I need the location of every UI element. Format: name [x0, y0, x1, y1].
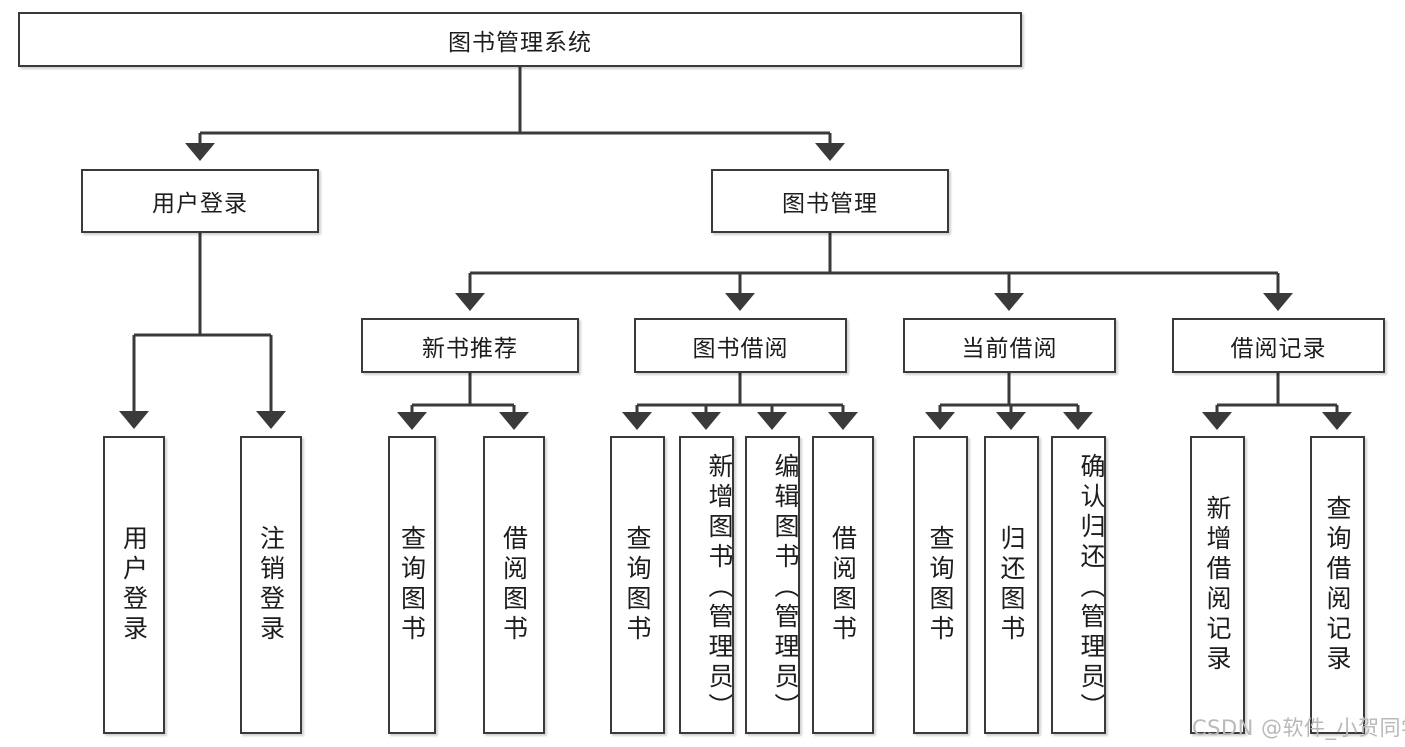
node-leaf-add-record[interactable]: 新增借阅记录	[1190, 436, 1245, 734]
node-label-book-borrow: 图书借阅	[692, 335, 789, 362]
node-root[interactable]: 图书管理系统	[18, 12, 1022, 67]
node-label-leaf-logout: 注销登录	[256, 525, 286, 645]
node-label-leaf-borrow-book-2: 借阅图书	[828, 525, 858, 645]
node-leaf-add-book[interactable]: 新增图书（管理员）	[679, 436, 734, 734]
node-book-borrow[interactable]: 图书借阅	[634, 318, 847, 373]
node-label-borrow-record: 借阅记录	[1230, 335, 1327, 362]
node-leaf-query-record[interactable]: 查询借阅记录	[1310, 436, 1365, 734]
node-leaf-confirm-return[interactable]: 确认归还（管理员）	[1051, 436, 1106, 734]
node-label-leaf-query-record: 查询借阅记录	[1323, 495, 1352, 675]
node-leaf-borrow-book-1[interactable]: 借阅图书	[483, 436, 545, 734]
node-label-user-login: 用户登录	[152, 191, 248, 217]
node-label-leaf-user-login: 用户登录	[119, 525, 149, 645]
node-label-current-borrow: 当前借阅	[961, 335, 1058, 362]
node-label-leaf-query-book-1: 查询图书	[397, 525, 427, 645]
node-book-manage[interactable]: 图书管理	[711, 169, 949, 233]
node-current-borrow[interactable]: 当前借阅	[903, 318, 1116, 373]
node-label-new-book-rec: 新书推荐	[422, 335, 518, 362]
node-label-leaf-query-book-2: 查询图书	[623, 525, 652, 645]
csdn-watermark: CSDN @软件_小贺同学	[1192, 716, 1405, 740]
node-leaf-query-book-1[interactable]: 查询图书	[388, 436, 436, 734]
node-leaf-edit-book[interactable]: 编辑图书（管理员）	[745, 436, 800, 734]
node-label-leaf-borrow-book-1: 借阅图书	[499, 525, 529, 645]
node-label-leaf-query-book-3: 查询图书	[926, 525, 955, 645]
node-leaf-logout[interactable]: 注销登录	[240, 436, 302, 734]
node-label-leaf-return-book: 归还图书	[997, 525, 1026, 645]
node-label-book-manage: 图书管理	[782, 191, 878, 217]
node-leaf-return-book[interactable]: 归还图书	[984, 436, 1039, 734]
node-leaf-query-book-3[interactable]: 查询图书	[913, 436, 968, 734]
node-leaf-query-book-2[interactable]: 查询图书	[610, 436, 665, 734]
node-label-leaf-edit-book: 编辑图书（管理员）	[771, 453, 798, 723]
node-label-leaf-confirm-return: 确认归还（管理员）	[1077, 453, 1104, 723]
node-leaf-borrow-book-2[interactable]: 借阅图书	[812, 436, 874, 734]
node-label-root: 图书管理系统	[448, 29, 592, 56]
node-label-leaf-add-record: 新增借阅记录	[1203, 495, 1232, 675]
node-borrow-record[interactable]: 借阅记录	[1172, 318, 1385, 373]
node-label-leaf-add-book: 新增图书（管理员）	[705, 453, 732, 723]
node-user-login[interactable]: 用户登录	[81, 169, 319, 233]
node-leaf-user-login[interactable]: 用户登录	[103, 436, 165, 734]
node-new-book-rec[interactable]: 新书推荐	[361, 318, 579, 373]
